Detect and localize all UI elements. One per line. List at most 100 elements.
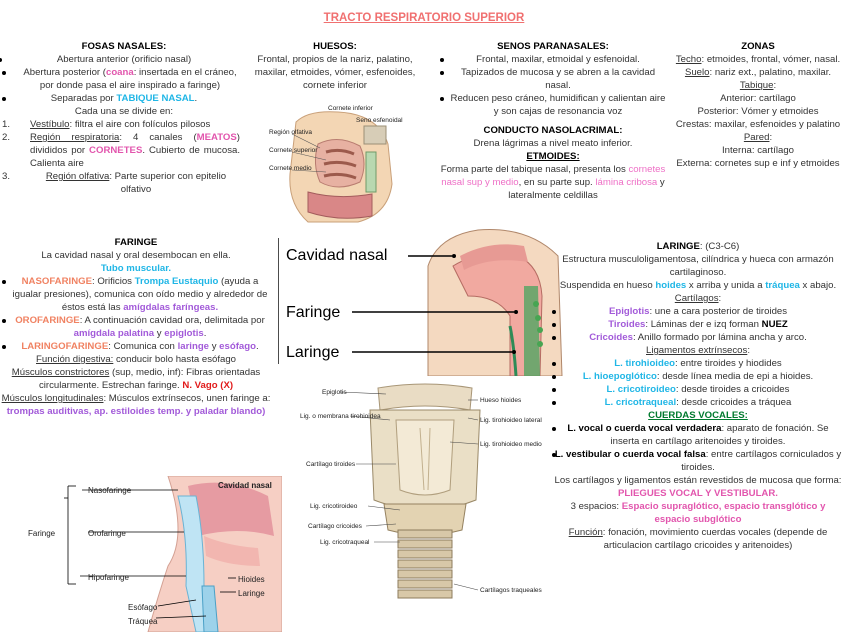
bl-esofago: Esófago <box>128 603 158 612</box>
rev-text: Los cartílagos y ligamentos están revest… <box>554 475 842 486</box>
lig-hioepiglotico: L. hioepoglótico <box>582 371 657 382</box>
trompa-term: Trompa Eustaquio <box>134 276 219 287</box>
huesos-text: Frontal, propios de la nariz, palatino, … <box>254 54 416 91</box>
traquea-term: tráquea <box>765 280 800 291</box>
coana-term: coana <box>105 67 134 78</box>
naso-b: (ayuda a igualar presiones), comunica co… <box>12 276 268 313</box>
l3-text: : desde tiroides a cricoides <box>675 384 790 395</box>
conducto-text: Drena lágrimas a nivel meato inferior. <box>473 138 633 149</box>
musculos-constrictores-term: Músculos constrictores <box>11 367 110 378</box>
faringe-section: FARINGE La cavidad nasal y oral desemboc… <box>0 236 272 418</box>
esp-text: 3 espacios: <box>570 501 622 512</box>
lx-medio: Lig. tirohioideo medio <box>480 441 542 448</box>
label-faringe: Faringe <box>286 304 340 321</box>
lig-tirohioideo: L. tirohioideo <box>614 358 676 369</box>
oro-c: . <box>203 328 207 339</box>
tiroides-cart: Tiroides <box>608 319 646 330</box>
lx-cricotiroideo: Lig. cricotiroideo <box>310 503 358 510</box>
etmoides-t1: Forma parte del tabique nasal, presenta … <box>440 164 629 175</box>
laringe-sub: : (C3-C6) <box>699 241 740 252</box>
cri-text: : Anillo formado por lámina ancha y arco… <box>632 332 807 343</box>
pared-colon: : <box>769 132 773 143</box>
nose-label-3: Cornete medio <box>269 165 312 172</box>
lx-cricotraqueal: Lig. cricotraqueal <box>320 539 370 546</box>
cartilagos-colon: : <box>718 293 722 304</box>
huesos-heading: HUESOS: <box>313 41 357 52</box>
bl-cavidad: Cavidad nasal <box>218 481 272 490</box>
head-section-image: Cavidad nasal Faringe Laringe <box>278 226 568 376</box>
page-title: TRACTO RESPIRATORIO SUPERIOR <box>323 12 525 24</box>
laringe-t2c: x abajo. <box>799 280 837 291</box>
funcion-text: : fonación, movimiento cuerdas vocales (… <box>602 527 828 551</box>
nose-label-2: Cornete superior <box>269 147 318 154</box>
suelo: : nariz ext., palatino, maxilar. <box>709 67 832 78</box>
l2-text: : desde línea media de epi a hioides. <box>656 371 814 382</box>
senos-b3: Reducen peso cráneo, humidifican y calie… <box>450 93 666 117</box>
bl-laringe: Laringe <box>238 589 265 598</box>
zonas-section: ZONAS Techo: etmoides, frontal, vómer, n… <box>672 40 844 170</box>
faringe-heading: FARINGE <box>114 237 158 248</box>
cuerda-falsa: L. vestibular o cuerda vocal falsa <box>554 449 706 460</box>
fosas-b2a: Abertura posterior ( <box>23 67 106 78</box>
fosas-b3b: . <box>194 93 198 104</box>
funcion-digestiva-term: Función digestiva: <box>36 354 114 365</box>
senos-b2: Tapizados de mucosa y se abren a la cavi… <box>460 67 656 91</box>
tabique-colon: : <box>773 80 777 91</box>
etmoides-t3: y lateralmente celdillas <box>508 177 665 201</box>
epiglotis-cart: Epiglotis <box>608 306 650 317</box>
conducto-heading: CONDUCTO NASOLACRIMAL: <box>483 125 623 136</box>
tir-text: : Láminas der e izq forman <box>645 319 762 330</box>
naso-a: : Orificios <box>92 276 135 287</box>
hoides-term: hoides <box>655 280 687 291</box>
fosas-n3: : Parte superior con epitelio olfativo <box>109 171 227 195</box>
fosas-b1: Abertura anterior (orificio nasal) <box>56 54 192 65</box>
nasal-cavity-illustration: Región olfativa Cornete superior Cornete… <box>269 105 403 223</box>
senos-heading: SENOS PARANASALES: <box>497 41 609 52</box>
etmoides-heading: ETMOIDES: <box>526 151 580 162</box>
cuerda-verdadera: L. vocal o cuerda vocal verdadera <box>567 423 722 434</box>
cornetes-term: CORNETES <box>89 145 143 156</box>
laringofaringe-term: LARINGOFARINGE <box>21 341 109 352</box>
lig-colon: : <box>747 345 750 356</box>
fosas-b2b: : insertada en el cráneo, por donde pasa… <box>39 67 237 91</box>
lx-hueso: Hueso hioides <box>480 397 522 404</box>
ligamentos-label: Ligamentos extrínsecos <box>646 345 748 356</box>
fosas-section: FOSAS NASALES: Abertura anterior (orific… <box>0 41 240 195</box>
zonas-interna: Interna: cartílago <box>722 145 794 156</box>
cuerdas-vocales-heading: CUERDAS VOCALES: <box>648 410 748 421</box>
laringe-heading: LARINGE <box>656 241 700 252</box>
lig-cricotraqueal: L. cricotraqueal <box>604 397 677 408</box>
pliegues-term: PLIEGUES VOCAL Y VESTIBULAR. <box>618 488 778 499</box>
techo: : etmoides, frontal, vómer, nasal. <box>701 54 841 65</box>
pharynx-illustration: Nasofaringe Faringe Orofaringe Hipofarin… <box>28 476 282 632</box>
zonas-externa: Externa: cornetes sup e inf y etmoides <box>676 158 840 169</box>
cv2-text: : entre cartílagos corniculados y tiroid… <box>681 449 842 473</box>
senos-b1: Frontal, maxilar, etmoidal y esfenoidal. <box>476 54 640 65</box>
lar-c: . <box>255 341 259 352</box>
laringe-section: LARINGE: (C3-C6) Estructura musculoligam… <box>552 240 844 552</box>
larynx-illustration: Epiglotis Lig. o membrana tirohioidea Ca… <box>300 383 543 599</box>
laringe-t2b: x arriba y unida a <box>686 280 766 291</box>
laringe-t1: Estructura musculoligamentosa, cilíndric… <box>562 254 834 278</box>
bl-hioides: Hioides <box>238 575 265 584</box>
funcion-label: Función <box>568 527 603 538</box>
cartilagos-label: Cartílagos <box>674 293 719 304</box>
lar-a: : Comunica con <box>108 341 178 352</box>
faringe-tubo: Tubo muscular. <box>100 263 172 274</box>
fosas-n1: : filtra el aire con folículos pilosos <box>69 119 211 130</box>
larynx-image: Epiglotis Lig. o membrana tirohioidea Ca… <box>300 380 550 630</box>
l4-text: : desde cricoides a tráquea <box>676 397 792 408</box>
label-cavidad-nasal: Cavidad nasal <box>286 247 387 264</box>
lx-memb: Lig. o membrana tirohioidea <box>300 413 381 420</box>
oro-a: : A continuación cavidad ora, delimitada… <box>79 315 265 326</box>
fosas-heading: FOSAS NASALES: <box>81 41 167 52</box>
vestibulo-term: Vestíbulo <box>30 119 70 130</box>
bl-oro: Orofaringe <box>88 529 126 538</box>
esofago-term: esófago <box>219 341 256 352</box>
amigdalas-faringeas-term: amígdalas faríngeas. <box>123 302 219 313</box>
region-respiratoria-term: Región respiratoria <box>30 132 120 143</box>
nose-label-4: Cornete inferior <box>328 105 374 112</box>
cricoides-cart: Cricoides <box>589 332 633 343</box>
bl-naso: Nasofaringe <box>88 486 132 495</box>
musculos-longitudinales-term: Músculos longitudinales <box>1 393 104 404</box>
